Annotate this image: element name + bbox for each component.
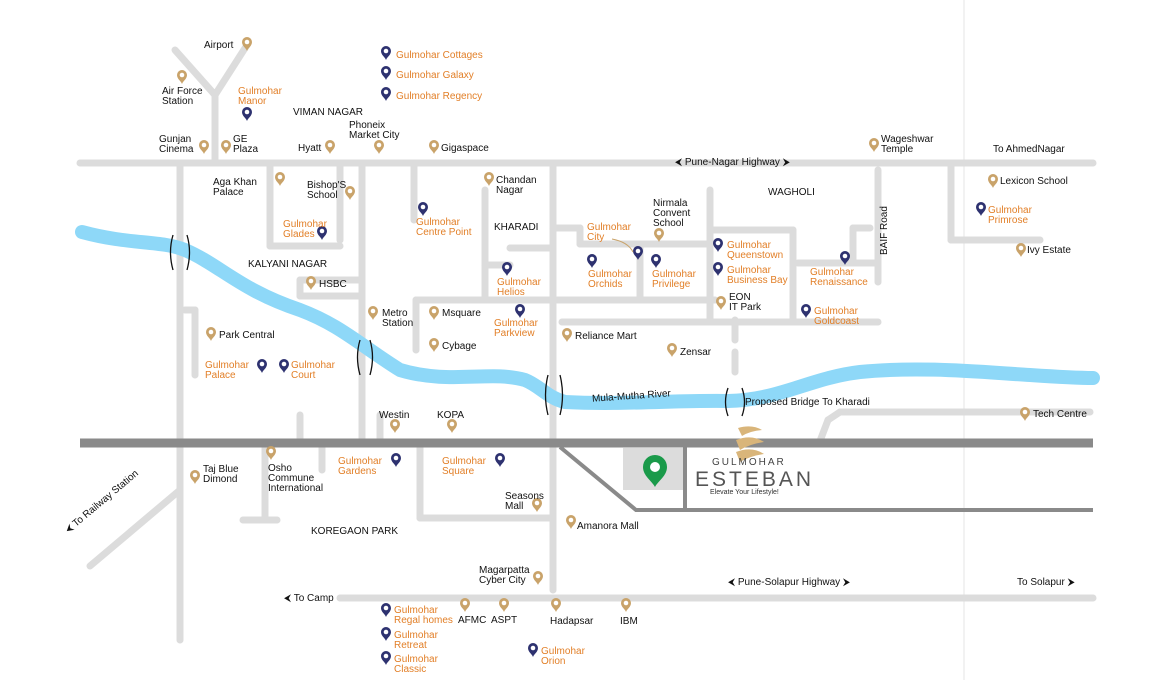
brand-esteban: ESTEBAN: [695, 468, 815, 491]
project-gulmohar-manor[interactable]: Gulmohar Manor: [238, 86, 282, 107]
project-gulmohar-privilege[interactable]: Gulmohar Privilege: [652, 269, 696, 290]
project-gulmohar-retreat[interactable]: Gulmohar Retreat: [394, 630, 438, 651]
pune-nagar-highway-label: ⮜ Pune-Nagar Highway ⮞: [675, 157, 790, 168]
landmark-hsbc: HSBC: [319, 279, 347, 290]
project-gulmohar-centre-point[interactable]: Gulmohar Centre Point: [416, 217, 472, 238]
mula-mutha-river: [75, 225, 1100, 410]
landmark-afmc: AFMC: [458, 615, 487, 626]
landmark-lexicon-school: Lexicon School: [1000, 176, 1068, 187]
landmark-taj-blue-dimond: Taj Blue Dimond: [203, 464, 239, 485]
landmark-amanora-mall: Amanora Mall: [577, 521, 639, 532]
landmark-park-central: Park Central: [219, 330, 275, 341]
landmark-hadapsar: Hadapsar: [550, 616, 594, 627]
project-gulmohar-queenstown[interactable]: Gulmohar Queenstown: [727, 240, 784, 261]
project-gulmohar-orion[interactable]: Gulmohar Orion: [541, 646, 585, 667]
gulmohar-logo-mark: [736, 426, 764, 462]
project-gulmohar-parkview[interactable]: Gulmohar Parkview: [494, 318, 538, 339]
area-wagholi: WAGHOLI: [768, 187, 815, 198]
landmark-gigaspace: Gigaspace: [441, 143, 489, 154]
landmark-cybage: Cybage: [442, 341, 477, 352]
brand-gulmohar: GULMOHAR: [712, 457, 786, 468]
project-gulmohar-city[interactable]: Gulmohar City: [587, 222, 631, 243]
esteban-location-pin[interactable]: [643, 455, 667, 487]
minor-roads: [76, 41, 1097, 644]
landmark-tech-centre: Tech Centre: [1033, 409, 1087, 420]
landmark-air-force-station: Air Force Station: [162, 86, 203, 107]
landmark-reliance-mart: Reliance Mart: [575, 331, 637, 342]
landmark-metro-station: Metro Station: [382, 308, 414, 329]
project-gulmohar-regency[interactable]: Gulmohar Regency: [396, 91, 483, 102]
project-gulmohar-goldcoast[interactable]: Gulmohar Goldcoast: [814, 306, 860, 327]
brand-tagline: Elevate Your Lifestyle!: [710, 489, 779, 496]
pune-solapur-highway-label: ⮜ Pune-Solapur Highway ⮞: [728, 577, 851, 588]
landmark-phoenix: Phoneix Market City: [349, 120, 400, 141]
landmark-osho-commune: Osho Commune International: [268, 463, 324, 494]
area-kalyani-nagar: KALYANI NAGAR: [248, 259, 328, 270]
project-gulmohar-glades[interactable]: Gulmohar Glades: [283, 219, 327, 240]
landmark-ge-plaza: GE Plaza: [233, 134, 259, 155]
project-gulmohar-palace[interactable]: Gulmohar Palace: [205, 360, 249, 381]
landmark-airport: Airport: [204, 40, 234, 51]
project-gulmohar-orchids[interactable]: Gulmohar Orchids: [588, 269, 632, 290]
landmark-aga-khan-palace: Aga Khan Palace: [213, 177, 257, 198]
to-ahmednagar-label: To AhmedNagar: [993, 144, 1065, 155]
project-gulmohar-regal-homes[interactable]: Gulmohar Regal homes: [394, 605, 453, 626]
project-gulmohar-square[interactable]: Gulmohar Square: [442, 456, 486, 477]
river-bridges: [169, 234, 746, 417]
landmark-eon-it-park: EON IT Park: [729, 292, 762, 313]
landmark-ibm: IBM: [620, 616, 638, 627]
city-pointer: [611, 238, 634, 253]
landmark-kopa: KOPA: [437, 410, 465, 421]
project-gulmohar-court[interactable]: Gulmohar Court: [291, 360, 335, 381]
landmark-chandan-nagar: Chandan Nagar: [496, 175, 537, 196]
landmark-seasons-mall: Seasons Mall: [505, 491, 544, 512]
landmark-bishops-school: Bishop'S School: [307, 180, 347, 201]
landmark-gunjan-cinema: Gunjan Cinema: [159, 134, 194, 155]
landmark-aspt: ASPT: [491, 615, 518, 626]
project-gulmohar-classic[interactable]: Gulmohar Classic: [394, 654, 438, 675]
to-camp-label: ⮜ To Camp: [284, 593, 334, 604]
landmark-magarpatta: Magarpatta Cyber City: [479, 565, 530, 586]
project-gulmohar-gardens[interactable]: Gulmohar Gardens: [338, 456, 382, 477]
project-gulmohar-business-bay[interactable]: Gulmohar Business Bay: [727, 265, 788, 286]
landmark-westin: Westin: [379, 410, 410, 421]
landmark-ivy-estate: Ivy Estate: [1027, 245, 1071, 256]
landmark-zensar: Zensar: [680, 347, 712, 358]
project-gulmohar-renaissance[interactable]: Gulmohar Renaissance: [810, 267, 868, 288]
project-gulmohar-cottages[interactable]: Gulmohar Cottages: [396, 50, 483, 61]
proposed-bridge-label: Proposed Bridge To Kharadi: [745, 397, 870, 408]
landmark-hyatt: Hyatt: [298, 143, 322, 154]
landmark-wageshwar-temple: Wageshwar Temple: [881, 134, 934, 155]
area-koregaon-park: KOREGAON PARK: [311, 526, 399, 537]
area-kharadi: KHARADI: [494, 222, 539, 233]
project-gulmohar-primrose[interactable]: Gulmohar Primrose: [988, 205, 1032, 226]
landmark-nirmala-school: Nirmala Convent School: [653, 198, 691, 229]
baif-road-label: BAIF Road: [879, 206, 890, 255]
area-viman-nagar: VIMAN NAGAR: [293, 107, 364, 118]
project-gulmohar-galaxy[interactable]: Gulmohar Galaxy: [396, 70, 474, 81]
project-gulmohar-helios[interactable]: Gulmohar Helios: [497, 277, 541, 298]
to-solapur-label: To Solapur ⮞: [1017, 577, 1075, 588]
landmark-msquare: Msquare: [442, 308, 481, 319]
